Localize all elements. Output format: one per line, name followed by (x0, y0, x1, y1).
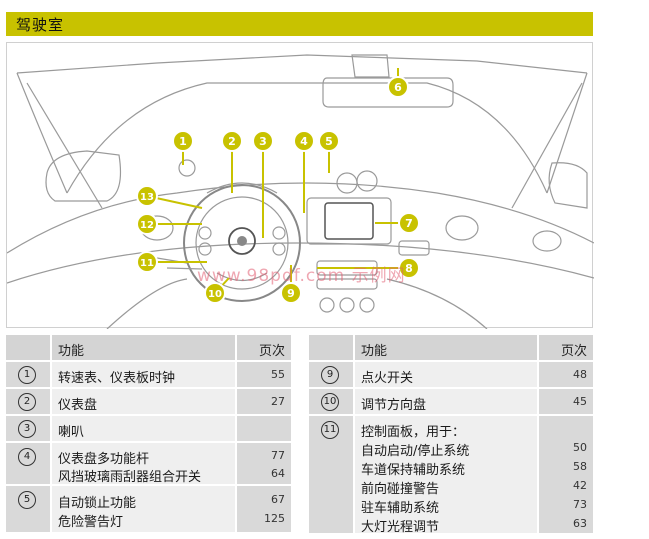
row-number-badge: 3 (18, 420, 36, 438)
table-row: 11 控制面板，用于： 自动启动/停止系统 车道保持辅助系统 前向碰撞警告 驻车… (309, 416, 593, 535)
page-number: 63 (573, 517, 587, 530)
callout-7: 7 (398, 212, 420, 234)
callout-1: 1 (172, 130, 194, 152)
left-header-function: 功能 (58, 344, 85, 359)
callout-11: 11 (136, 251, 158, 273)
row-number-badge: 11 (321, 421, 339, 439)
row-number-badge: 2 (18, 393, 36, 411)
function-text: 调节方向盘 (361, 398, 427, 413)
row-number-badge: 5 (18, 491, 36, 509)
function-text: 仪表盘多功能杆 (58, 452, 150, 467)
function-text: 驻车辅助系统 (361, 501, 440, 516)
callout-6-label: 6 (394, 81, 402, 94)
row-number-badge: 4 (18, 448, 36, 466)
function-text: 前向碰撞警告 (361, 482, 440, 497)
right-table-header: 功能 页次 (309, 335, 593, 360)
table-row: 9 点火开关 48 (309, 362, 593, 387)
function-text: 危险警告灯 (58, 515, 124, 530)
page-number: 77 (271, 449, 285, 462)
callout-2: 2 (221, 130, 243, 152)
callout-12-label: 12 (140, 220, 154, 231)
callout-1-label: 1 (179, 135, 187, 148)
callout-13: 13 (136, 185, 158, 207)
callout-7-label: 7 (405, 217, 413, 230)
function-text: 点火开关 (361, 371, 414, 386)
page-number: 67 (271, 493, 285, 506)
callout-9: 9 (280, 282, 302, 304)
callout-3-label: 3 (259, 135, 267, 148)
page-number: 42 (573, 479, 587, 492)
function-text: 自动启动/停止系统 (361, 444, 470, 459)
table-row: 4 仪表盘多功能杆 风挡玻璃雨刮器组合开关 77 64 (6, 443, 291, 485)
left-header-page: 页次 (258, 344, 285, 359)
callout-5: 5 (318, 130, 340, 152)
page-number: 27 (271, 395, 285, 408)
callout-10: 10 (204, 282, 226, 304)
function-text: 车道保持辅助系统 (361, 463, 466, 478)
section-title: 驾驶室 (16, 16, 65, 34)
table-row: 2 仪表盘 27 (6, 389, 291, 414)
function-text: 风挡玻璃雨刮器组合开关 (58, 470, 202, 485)
page-number: 73 (573, 498, 587, 511)
callout-9-label: 9 (287, 287, 295, 300)
function-text: 仪表盘 (58, 398, 98, 413)
row-number-badge: 1 (18, 366, 36, 384)
page-number: 58 (573, 460, 587, 473)
right-header-function: 功能 (361, 344, 388, 359)
table-row: 3 喇叭 (6, 416, 291, 441)
watermark-text: www.98pdf.com 示例网 (197, 266, 406, 286)
callout-10-label: 10 (208, 289, 222, 300)
callout-11-label: 11 (140, 258, 154, 269)
row-number-badge: 10 (321, 393, 339, 411)
left-function-table: 功能 页次 1 转速表、仪表板时钟 55 2 仪表盘 27 3 喇叭 4 仪表盘… (6, 335, 291, 535)
row-number-badge: 9 (321, 366, 339, 384)
callouts: 1 2 3 4 5 6 7 8 9 10 11 12 13 (136, 76, 420, 304)
page-number: 125 (264, 512, 285, 525)
function-text: 控制面板，用于： (361, 425, 466, 440)
callout-8-label: 8 (405, 262, 413, 275)
cockpit-illustration: 1 2 3 4 5 6 7 8 9 10 11 12 13 www.98pdf.… (6, 42, 594, 329)
callout-13-label: 13 (140, 192, 154, 203)
callout-3: 3 (252, 130, 274, 152)
function-text: 喇叭 (58, 425, 85, 440)
callout-5-label: 5 (325, 135, 333, 148)
right-function-table: 功能 页次 9 点火开关 48 10 调节方向盘 45 11 控制面板，用于： … (309, 335, 593, 535)
left-table-header: 功能 页次 (6, 335, 291, 360)
table-row: 10 调节方向盘 45 (309, 389, 593, 414)
section-header-bar: 驾驶室 (6, 12, 593, 36)
table-row: 1 转速表、仪表板时钟 55 (6, 362, 291, 387)
callout-2-label: 2 (228, 135, 236, 148)
page-number: 64 (271, 467, 285, 480)
callout-4: 4 (293, 130, 315, 152)
right-header-page: 页次 (560, 344, 587, 359)
page-number: 45 (573, 395, 587, 408)
callout-12: 12 (136, 213, 158, 235)
callout-8: 8 (398, 257, 420, 279)
function-text: 转速表、仪表板时钟 (58, 371, 176, 386)
table-row: 5 自动锁止功能 危险警告灯 67 125 (6, 486, 291, 532)
callout-4-label: 4 (300, 135, 308, 148)
cockpit-drawing: 1 2 3 4 5 6 7 8 9 10 11 12 13 (7, 54, 594, 329)
callout-6: 6 (387, 76, 409, 98)
page-number: 48 (573, 368, 587, 381)
page-number: 50 (573, 441, 587, 454)
page-number: 55 (271, 368, 285, 381)
function-text: 大灯光程调节 (361, 520, 440, 535)
function-text: 自动锁止功能 (58, 496, 137, 511)
